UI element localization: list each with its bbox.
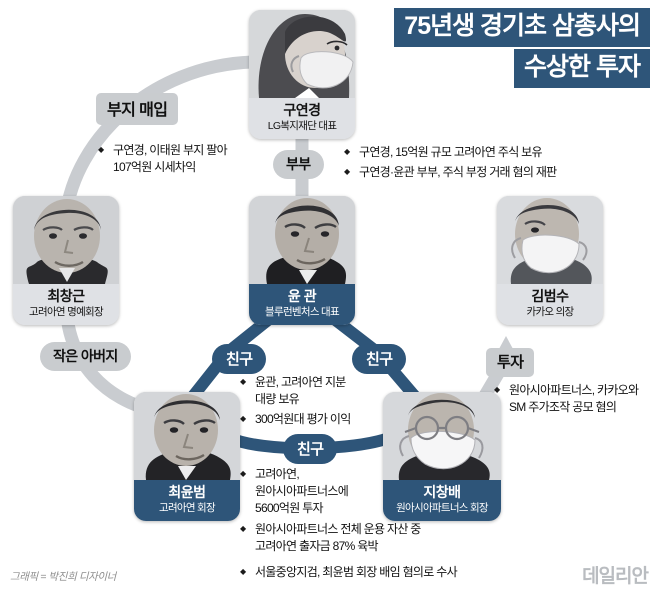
note-block-bottom-mid: 고려아연, 원아시아파트너스에 5600억원 투자 — [240, 466, 385, 520]
headline-line-2: 수상한 투자 — [514, 49, 650, 88]
person-role: 카카오 의장 — [526, 305, 574, 318]
person-role: 원아시아파트너스 회장 — [396, 501, 489, 514]
note-block-center: 윤관, 고려아연 지분 대량 보유 300억원대 평가 이익 — [240, 374, 410, 431]
person-card-choi-changkeun[interactable]: 최창근 고려아연 명예회장 — [13, 196, 119, 326]
link-gu-to-choick — [59, 55, 259, 222]
relation-label-land-purchase: 부지 매입 — [96, 93, 179, 125]
person-role: 블루런벤처스 대표 — [265, 305, 340, 318]
graphic-credit: 그래픽 = 박진희 디자이너 — [10, 571, 116, 583]
caption-yoon-kwan: 윤 관 블루런벤처스 대표 — [249, 284, 355, 326]
relation-label-investment: 투자 — [486, 348, 535, 377]
note-block-land: 구연경, 이태원 부지 팔아 107억원 시세차익 — [98, 142, 258, 179]
caption-choi-yunbeom: 최윤범 고려아연 회장 — [134, 480, 240, 522]
person-name: 윤 관 — [287, 288, 317, 304]
person-role: 고려아연 명예회장 — [29, 305, 104, 318]
note-item: 300억원대 평가 이익 — [240, 411, 410, 428]
note-item: 원아시아파트너스 전체 운용 자산 중 고려아연 출자금 87% 육박 — [240, 521, 540, 555]
person-role: LG복지재단 대표 — [267, 119, 337, 132]
note-block-stock: 구연경, 15억원 규모 고려아연 주식 보유 구연경·윤관 부부, 주식 부정… — [344, 144, 644, 184]
note-item: 서울중앙지검, 최윤범 회장 배임 혐의로 수사 — [240, 564, 540, 581]
person-card-gu-yeonkyung[interactable]: 구연경 LG복지재단 대표 — [249, 10, 355, 140]
relation-label-uncle: 작은 아버지 — [40, 342, 131, 371]
note-item: 원아시아파트너스, 카카오와 SM 주가조작 공모 혐의 — [494, 382, 652, 416]
headline-line-1: 75년생 경기초 삼총사의 — [394, 8, 650, 47]
person-name: 최윤범 — [168, 484, 206, 500]
person-role: 고려아연 회장 — [159, 501, 216, 514]
note-item: 구연경, 15억원 규모 고려아연 주식 보유 — [344, 144, 644, 161]
caption-gu-yeonkyung: 구연경 LG복지재단 대표 — [249, 98, 355, 140]
person-name: 구연경 — [283, 102, 321, 118]
person-card-kim-beomsu[interactable]: 김범수 카카오 의장 — [497, 196, 603, 326]
person-name: 지창배 — [423, 484, 461, 500]
relation-label-friend-right: 친구 — [352, 344, 407, 374]
caption-ji-changbae: 지창배 원아시아파트너스 회장 — [383, 480, 501, 522]
person-card-choi-yunbeom[interactable]: 최윤범 고려아연 회장 — [134, 392, 240, 522]
publisher-logo: 데일리안 — [582, 566, 649, 587]
note-item: 고려아연, 원아시아파트너스에 5600억원 투자 — [240, 466, 385, 517]
note-item: 구연경, 이태원 부지 팔아 107억원 시세차익 — [98, 142, 258, 176]
note-block-bottom: 원아시아파트너스 전체 운용 자산 중 고려아연 출자금 87% 육박 서울중앙… — [240, 521, 540, 590]
avatar-choi-changkeun — [13, 196, 119, 284]
avatar-kim-beomsu — [497, 196, 603, 284]
person-card-ji-changbae[interactable]: 지창배 원아시아파트너스 회장 — [383, 392, 501, 522]
relation-label-friend-bottom: 친구 — [283, 434, 338, 464]
headline: 75년생 경기초 삼총사의 수상한 투자 — [394, 8, 650, 88]
relation-label-couple: 부부 — [273, 150, 324, 179]
caption-choi-changkeun: 최창근 고려아연 명예회장 — [13, 284, 119, 326]
person-card-yoon-kwan[interactable]: 윤 관 블루런벤처스 대표 — [249, 196, 355, 326]
note-block-right: 원아시아파트너스, 카카오와 SM 주가조작 공모 혐의 — [494, 382, 652, 419]
avatar-choi-yunbeom — [134, 392, 240, 480]
note-item: 구연경·윤관 부부, 주식 부정 거래 혐의 재판 — [344, 164, 644, 181]
person-name: 김범수 — [531, 288, 569, 304]
avatar-gu-yeonkyung — [249, 10, 355, 98]
person-name: 최창근 — [47, 288, 85, 304]
caption-kim-beomsu: 김범수 카카오 의장 — [497, 284, 603, 326]
avatar-ji-changbae — [383, 392, 501, 480]
relation-label-friend-left: 친구 — [212, 344, 267, 374]
note-item: 윤관, 고려아연 지분 대량 보유 — [240, 374, 410, 408]
avatar-yoon-kwan — [249, 196, 355, 284]
